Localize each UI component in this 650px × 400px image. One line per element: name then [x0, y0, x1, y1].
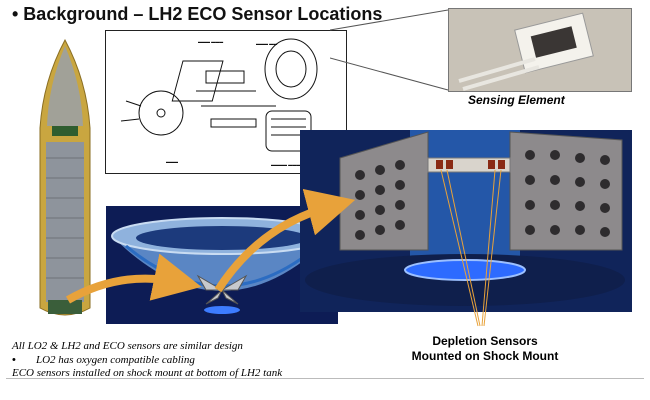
shock-mount-render [300, 130, 632, 312]
svg-text:▬▬▬ ▬▬: ▬▬▬ ▬▬ [256, 41, 277, 46]
tank-dome-render [106, 206, 338, 324]
depletion-sensors-caption: Depletion Sensors Mounted on Shock Mount [400, 334, 570, 364]
note-line-2: LO2 has oxygen compatible cabling [36, 354, 195, 366]
svg-text:▬▬▬ ▬▬▬: ▬▬▬ ▬▬▬ [198, 39, 223, 44]
bottom-rule [6, 378, 644, 379]
note-line-3: ECO sensors installed on shock mount at … [12, 367, 283, 379]
slide-title: • Background – LH2 ECO Sensor Locations [12, 4, 383, 24]
depletion-caption-line1: Depletion Sensors [432, 334, 538, 348]
external-tank-image [30, 38, 100, 324]
note-bullet: • [12, 354, 16, 366]
svg-text:▬▬▬▬ ▬▬▬: ▬▬▬▬ ▬▬▬ [271, 162, 300, 167]
svg-text:▬▬▬: ▬▬▬ [166, 159, 178, 164]
sensing-element-caption: Sensing Element [468, 93, 565, 107]
note-line-1: All LO2 & LH2 and ECO sensors are simila… [12, 340, 243, 352]
depletion-caption-line2: Mounted on Shock Mount [411, 349, 559, 363]
zoom-lines [330, 9, 449, 91]
sensing-element-photo [448, 8, 632, 92]
